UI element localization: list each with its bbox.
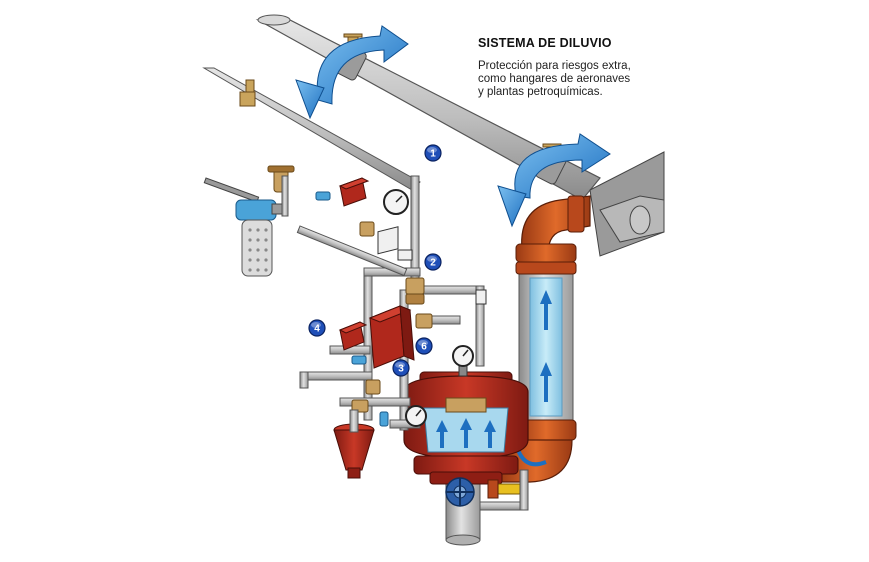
- callout-badge: 6: [415, 337, 433, 355]
- drain-pipe: [479, 469, 529, 511]
- callout-badge: 1: [424, 144, 442, 162]
- riser-pipe: [518, 271, 574, 423]
- callout-badge: 4: [308, 319, 326, 337]
- callout-badge: 3: [392, 359, 410, 377]
- sprinkler-head-icon: [245, 79, 255, 93]
- drain-handle-icon: [487, 479, 523, 499]
- callout-number: 2: [430, 258, 436, 269]
- spray-arrow-icon: [497, 133, 611, 228]
- description-line: como hangares de aeronaves: [478, 73, 631, 85]
- riser-lower-elbow: [499, 419, 577, 483]
- callout-number: 1: [430, 149, 436, 160]
- solenoid-valve: [338, 321, 368, 351]
- release-control-panel: [368, 226, 415, 369]
- support-beam: [589, 151, 665, 257]
- pressure-gauge-icon: [383, 189, 409, 215]
- pressure-gauge-icon: [405, 405, 427, 427]
- deluge-valve: [403, 371, 529, 485]
- trim-valve: [397, 249, 487, 305]
- callout-number: 4: [314, 324, 320, 335]
- callout-number: 6: [421, 342, 427, 353]
- spray-arrow-icon: [295, 25, 409, 120]
- solenoid-valve: [338, 177, 370, 207]
- drain-funnel: [333, 409, 375, 479]
- handwheel-icon: [445, 477, 475, 507]
- branch-pipe: [202, 67, 421, 191]
- pressure-gauge-icon: [452, 345, 474, 377]
- strainer-filter: [203, 175, 289, 277]
- description-line: Protección para riesgos extra,: [478, 60, 631, 72]
- callout-number: 3: [398, 364, 404, 375]
- callout-badge: 2: [424, 253, 442, 271]
- diagram-title: SISTEMA DE DILUVIO: [478, 36, 612, 50]
- callout-badges: 1 2 3 4 6: [308, 144, 442, 377]
- diagram-description: Protección para riesgos extra, como hang…: [478, 60, 631, 99]
- flow-switch: [315, 191, 389, 427]
- description-line: y plantas petroquímicas.: [478, 86, 603, 98]
- riser-elbow-fitting: [515, 195, 591, 275]
